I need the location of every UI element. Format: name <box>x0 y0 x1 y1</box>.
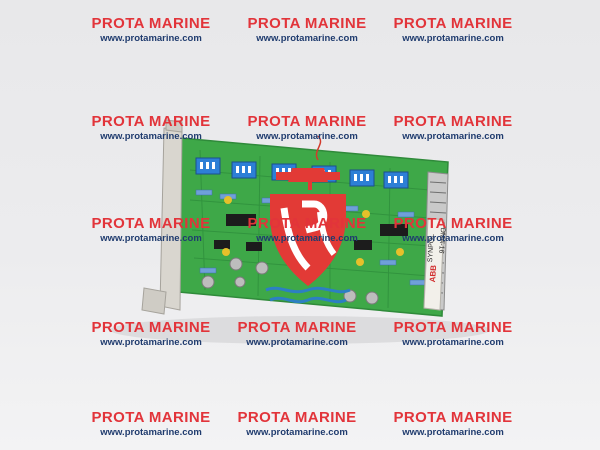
watermark-brand: PROTA MARINE <box>393 113 513 130</box>
watermark-url: www.protamarine.com <box>100 337 202 348</box>
prota-marine-logo <box>265 168 351 304</box>
watermark: PROTA MARINE www.protamarine.com <box>242 216 372 244</box>
watermark: PROTA MARINE www.protamarine.com <box>242 114 372 142</box>
watermark-url: www.protamarine.com <box>402 233 504 244</box>
watermark-brand: PROTA MARINE <box>393 409 513 426</box>
watermark-brand: PROTA MARINE <box>247 15 367 32</box>
watermark-brand: PROTA MARINE <box>393 319 513 336</box>
watermark: PROTA MARINE www.protamarine.com <box>86 16 216 44</box>
ship-emblem-icon <box>270 168 346 286</box>
watermark-brand: PROTA MARINE <box>91 215 211 232</box>
watermark-brand: PROTA MARINE <box>393 15 513 32</box>
wave-icon <box>265 286 351 304</box>
watermark-brand: PROTA MARINE <box>91 113 211 130</box>
watermark: PROTA MARINE www.protamarine.com <box>86 216 216 244</box>
watermark-brand: PROTA MARINE <box>237 319 357 336</box>
watermark: PROTA MARINE www.protamarine.com <box>388 410 518 438</box>
watermark: PROTA MARINE www.protamarine.com <box>388 114 518 142</box>
watermark-brand: PROTA MARINE <box>91 319 211 336</box>
watermark-url: www.protamarine.com <box>402 427 504 438</box>
watermark-brand: PROTA MARINE <box>91 15 211 32</box>
manufacturer-text: ABB <box>428 264 439 283</box>
watermark: PROTA MARINE www.protamarine.com <box>86 114 216 142</box>
watermark-url: www.protamarine.com <box>402 33 504 44</box>
watermark-url: www.protamarine.com <box>256 131 358 142</box>
watermark-brand: PROTA MARINE <box>237 409 357 426</box>
abb-label-strip <box>423 217 445 311</box>
watermark-url: www.protamarine.com <box>246 427 348 438</box>
watermark: PROTA MARINE www.protamarine.com <box>232 410 362 438</box>
abb-brand-label: ABB <box>428 265 438 283</box>
watermark-url: www.protamarine.com <box>246 337 348 348</box>
watermark-url: www.protamarine.com <box>100 131 202 142</box>
watermark-brand: PROTA MARINE <box>247 215 367 232</box>
watermark-brand: PROTA MARINE <box>91 409 211 426</box>
watermark: PROTA MARINE www.protamarine.com <box>242 16 372 44</box>
watermark: PROTA MARINE www.protamarine.com <box>86 410 216 438</box>
watermark-url: www.protamarine.com <box>100 33 202 44</box>
watermark-url: www.protamarine.com <box>256 233 358 244</box>
front-panel <box>141 119 183 315</box>
test-wire <box>315 135 322 161</box>
watermark: PROTA MARINE www.protamarine.com <box>388 216 518 244</box>
watermark: PROTA MARINE www.protamarine.com <box>388 320 518 348</box>
watermark-url: www.protamarine.com <box>402 337 504 348</box>
watermark: PROTA MARINE www.protamarine.com <box>388 16 518 44</box>
watermark-url: www.protamarine.com <box>100 233 202 244</box>
watermark-brand: PROTA MARINE <box>247 113 367 130</box>
watermark-url: www.protamarine.com <box>256 33 358 44</box>
watermark-url: www.protamarine.com <box>100 427 202 438</box>
watermark-brand: PROTA MARINE <box>393 215 513 232</box>
watermark-url: www.protamarine.com <box>402 131 504 142</box>
watermark: PROTA MARINE www.protamarine.com <box>86 320 216 348</box>
watermark: PROTA MARINE www.protamarine.com <box>232 320 362 348</box>
board-shadow <box>110 316 490 344</box>
